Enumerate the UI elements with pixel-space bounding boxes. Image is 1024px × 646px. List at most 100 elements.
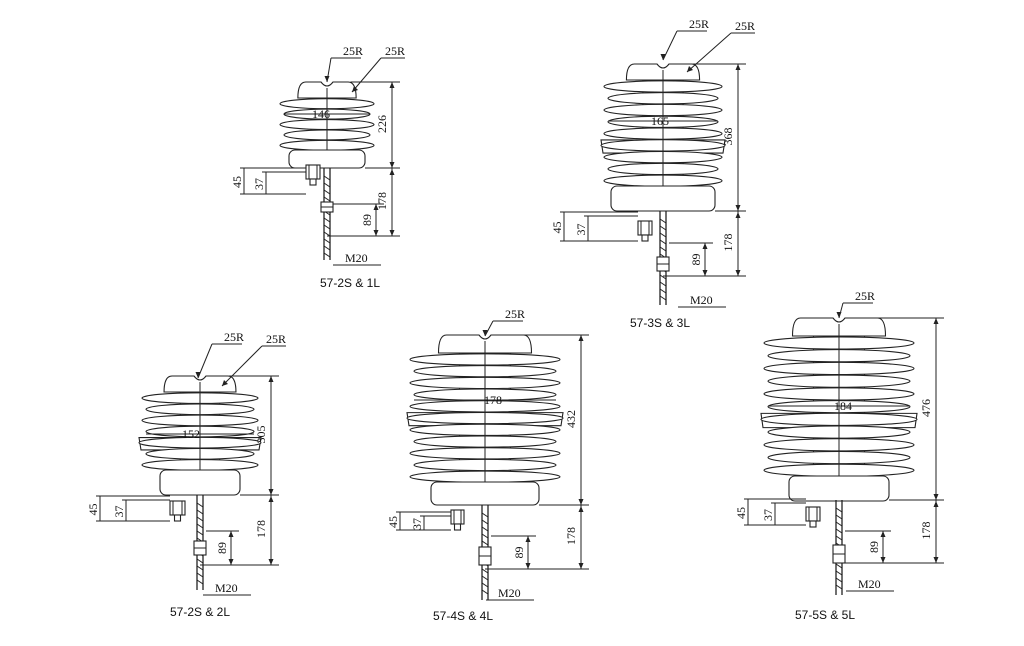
- radius-leader-side: [686, 32, 732, 73]
- stud-thread: [835, 535, 843, 541]
- radius-top-label: 25R: [343, 44, 363, 58]
- stud-thread: [323, 217, 331, 223]
- stud-thread: [481, 575, 489, 581]
- base-height-label: 178: [564, 527, 578, 545]
- stud-thread: [835, 584, 843, 590]
- height-label: 368: [721, 128, 735, 146]
- base-collar: [610, 185, 716, 212]
- stud-thread: [835, 563, 843, 569]
- clamp-fitting: [805, 506, 821, 522]
- radius-side-label: 25R: [266, 332, 286, 346]
- radius-leader-side: [221, 345, 263, 387]
- stud-thread: [481, 526, 489, 532]
- stud-thread: [835, 528, 843, 534]
- clamp-bolt: [641, 234, 649, 242]
- diameter-label: 178: [484, 393, 502, 407]
- stud-length-label: 89: [512, 547, 526, 559]
- clamp-outer-label: 45: [550, 222, 564, 234]
- height-label: 226: [375, 115, 389, 133]
- base-height-label: 178: [721, 234, 735, 252]
- stud-thread: [481, 582, 489, 588]
- stud-thread: [481, 519, 489, 525]
- caption: 57-5S & 5L: [795, 608, 855, 622]
- clamp-outer-label: 45: [734, 507, 748, 519]
- radius-leader-top: [662, 30, 678, 61]
- caption: 57-2S & 1L: [320, 276, 380, 290]
- base-collar: [159, 469, 241, 496]
- stud-thread: [481, 533, 489, 539]
- diameter-label: 184: [834, 399, 852, 413]
- stud-thread: [835, 577, 843, 583]
- stud-thread: [196, 530, 204, 536]
- stud-thread: [323, 252, 331, 258]
- clamp-outer-label: 45: [86, 504, 100, 516]
- dimensions: 476 178 89 45 37 184 25R M20: [734, 289, 944, 592]
- stud-length-label: 89: [215, 542, 229, 554]
- stud-thread: [659, 281, 667, 287]
- clamp-bolt: [309, 178, 317, 186]
- clamp-bolt: [809, 520, 817, 528]
- stud-thread: [196, 509, 204, 515]
- stud-thread: [481, 540, 489, 546]
- radius-top-label: 25R: [855, 289, 875, 303]
- stud-thread: [659, 246, 667, 252]
- clamp-inner-label: 37: [112, 506, 126, 518]
- clamp-inner-label: 37: [761, 509, 775, 521]
- stud-thread: [196, 572, 204, 578]
- clamp-fitting: [305, 164, 321, 180]
- clamp-fitting: [169, 500, 186, 516]
- height-label: 476: [919, 399, 933, 417]
- base-height-label: 178: [919, 522, 933, 540]
- base-collar: [430, 481, 540, 506]
- stud-thread: [196, 579, 204, 585]
- radius-side-label: 25R: [735, 19, 755, 33]
- stud-thread: [196, 502, 204, 508]
- stud-thread: [481, 512, 489, 518]
- caption: 57-4S & 4L: [433, 609, 493, 623]
- stud-thread: [659, 225, 667, 231]
- radius-top-label: 25R: [689, 17, 709, 31]
- stud-thread: [481, 568, 489, 574]
- clamp-fitting: [450, 509, 465, 525]
- stud-thread: [323, 238, 331, 244]
- clamp-bolt: [453, 523, 462, 531]
- stud-thread: [835, 514, 843, 520]
- thread-label: M20: [858, 577, 881, 591]
- thread-label: M20: [215, 581, 238, 595]
- stud-thread: [835, 507, 843, 513]
- clamp-fitting: [637, 220, 653, 236]
- clamp-outer-label: 45: [386, 516, 400, 528]
- stud-length-label: 89: [867, 541, 881, 553]
- thread-label: M20: [690, 293, 713, 307]
- stud-thread: [323, 182, 331, 188]
- stud-length-label: 89: [360, 214, 374, 226]
- base-height-label: 178: [254, 520, 268, 538]
- stud-thread: [196, 523, 204, 529]
- stud-thread: [323, 189, 331, 195]
- diameter-label: 152: [182, 427, 200, 441]
- insulator-5: 476 178 89 45 37 184 25R M20 57-5S & 5L: [734, 289, 944, 622]
- stud-thread: [323, 175, 331, 181]
- stud-thread: [481, 589, 489, 595]
- radius-leader-side: [351, 57, 382, 93]
- stud-thread: [659, 218, 667, 224]
- stud-length-label: 89: [689, 254, 703, 266]
- clamp-inner-label: 37: [574, 224, 588, 236]
- thread-label: M20: [345, 251, 368, 265]
- stud-thread: [835, 521, 843, 527]
- stud-thread: [659, 295, 667, 301]
- clamp-inner-label: 37: [410, 518, 424, 530]
- stud-thread: [323, 196, 331, 202]
- caption: 57-3S & 3L: [630, 316, 690, 330]
- stud-thread: [196, 516, 204, 522]
- diameter-label: 146: [312, 107, 330, 121]
- caption: 57-2S & 2L: [170, 605, 230, 619]
